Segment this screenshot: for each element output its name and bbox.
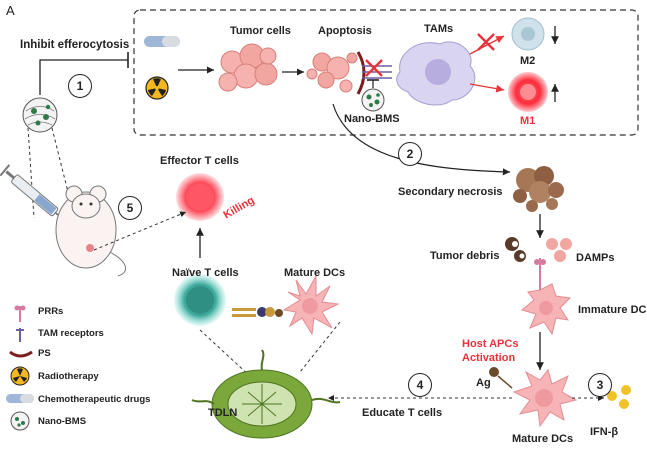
step-1-badge: 1 [68,74,92,98]
block-m2-icon [477,33,495,51]
tcr-mhc-icon [232,307,283,317]
damps-label: DAMPs [576,252,615,264]
legend-prr-icon [14,305,26,322]
mouse-icon [55,185,126,277]
lymph-node-icon [191,349,341,439]
immature-dc [520,283,572,336]
secondary-necrosis-label: Secondary necrosis [398,186,503,198]
necrotic-debris [513,166,564,212]
tumor-cells [218,43,278,92]
legend-nano-bms-label: Nano-BMS [38,416,87,427]
host-apcs-label: Host APCs [462,338,519,350]
step-5-badge: 5 [118,196,142,220]
legend-nanoparticle-icon [10,411,30,431]
educate-t-cells-label: Educate T cells [362,407,443,419]
inhibit-line [39,59,128,95]
step-3-badge: 3 [588,373,612,397]
antigen-icon [489,367,513,389]
nanoparticle-mouse-icon [22,97,58,133]
m2-macrophage [511,17,545,51]
nanoparticle-icon [361,88,385,112]
legend-pill-icon [6,394,34,403]
immature-dcs-label: Immature DCs [578,304,647,316]
efferocytosis-box [133,9,639,136]
m2-label: M2 [520,55,536,67]
tumor-debris-icon [505,237,526,262]
legend-ps-icon [9,350,33,358]
apoptotic-cells [306,52,358,93]
legend-prrs-label: PRRs [38,306,64,317]
legend-tam-receptor-icon [16,328,24,342]
ifn-beta-label: IFN-β [590,426,619,438]
legend-chemo-label: Chemotherapeutic drugs [38,394,151,405]
mature-dc-top [282,274,340,336]
prr-receptor [534,258,546,290]
naive-t-cells-label: Naïve T cells [172,267,239,279]
damps-icon [546,238,572,262]
inhibit-efferocytosis-label: Inhibit efferocytosis [20,39,130,51]
legend-tam-receptors-label: TAM receptors [38,328,104,339]
ps-icon [356,51,366,95]
mature-dc-bottom [512,368,578,428]
apoptosis-label: Apoptosis [318,25,372,37]
step-2-badge: 2 [398,142,422,166]
tumor-debris-label: Tumor debris [430,250,500,262]
nano-bms-label: Nano-BMS [344,113,400,125]
tam-cell [396,41,476,106]
effector-t-cells-label: Effector T cells [160,155,239,167]
step-4-badge: 4 [408,373,432,397]
tumor-cells-label: Tumor cells [230,25,291,37]
tdln-label: TDLN [208,407,238,419]
naive-t-cell [174,274,226,326]
block-x-icon [365,59,383,77]
ag-label: Ag [476,377,491,389]
tams-label: TAMs [424,23,454,35]
legend-ps-label: PS [38,348,51,359]
mature-dcs-bottom-label: Mature DCs [512,433,574,445]
mature-dcs-top-label: Mature DCs [284,267,346,279]
legend-radiation-icon [10,366,30,386]
effector-t-cell [176,173,224,221]
m1-macrophage [508,72,548,112]
legend-radiotherapy-label: Radiotherapy [38,371,99,382]
activation-label: Activation [462,352,516,364]
m1-label: M1 [520,115,536,127]
radiation-icon [145,76,169,100]
ifn-icon [607,385,631,409]
panel-label: A [6,3,15,18]
pill-icon [144,36,180,47]
